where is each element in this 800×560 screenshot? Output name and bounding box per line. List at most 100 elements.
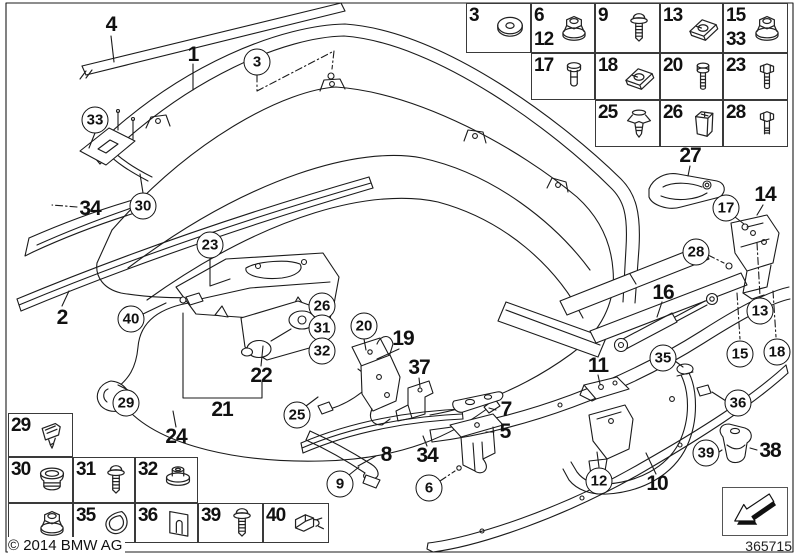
callout-22: 22 bbox=[250, 364, 272, 387]
callout-circled-31: 31 bbox=[308, 314, 336, 342]
callout-circled-13: 13 bbox=[746, 297, 774, 325]
callout-5: 5 bbox=[499, 420, 512, 443]
callout-circled-15: 15 bbox=[726, 340, 754, 368]
strip-2 bbox=[16, 176, 374, 312]
callout-34: 34 bbox=[79, 197, 101, 220]
part-number-label: 17 bbox=[534, 55, 554, 76]
flange-nut-icon bbox=[33, 505, 70, 541]
fastener-cell-28: 28 bbox=[723, 100, 788, 147]
speed-nut-icon bbox=[620, 59, 657, 95]
part-numbers: 28 bbox=[726, 102, 748, 145]
bracket-12 bbox=[588, 404, 634, 476]
part-numbers: 18 bbox=[598, 55, 620, 98]
direction-indicator-box bbox=[722, 487, 788, 536]
part-numbers: 20 bbox=[663, 55, 685, 98]
callout-2: 2 bbox=[56, 306, 69, 329]
callout-circled-12: 12 bbox=[585, 467, 613, 495]
part-number-label: 12 bbox=[534, 29, 554, 50]
callout-circled-40: 40 bbox=[117, 305, 145, 333]
callout-circled-3: 3 bbox=[243, 48, 271, 76]
part-number-label: 35 bbox=[76, 505, 96, 526]
callout-circled-28: 28 bbox=[682, 238, 710, 266]
callout-8: 8 bbox=[380, 443, 393, 466]
part-number-label: 33 bbox=[726, 29, 746, 50]
leader-lines bbox=[61, 35, 764, 476]
part-numbers: 40 bbox=[266, 505, 288, 541]
flange-nut-icon bbox=[556, 10, 592, 46]
plate-27 bbox=[648, 173, 725, 209]
part-numbers: 30 bbox=[11, 459, 33, 501]
fastener-cell-18: 18 bbox=[595, 53, 660, 100]
callout-circled-36: 36 bbox=[724, 389, 752, 417]
cable-clip-icon bbox=[33, 417, 70, 453]
callout-16: 16 bbox=[652, 281, 674, 304]
part-number-label: 30 bbox=[11, 459, 31, 480]
fastener-cell-23: 23 bbox=[723, 53, 788, 100]
part-numbers: 29 bbox=[11, 415, 33, 455]
direction-arrow-icon bbox=[726, 488, 784, 535]
part-numbers: 36 bbox=[138, 505, 160, 541]
part-number-label: 31 bbox=[76, 459, 96, 480]
socket-head-bolt-icon bbox=[685, 59, 721, 95]
hardware-cell-35: 35 bbox=[73, 503, 135, 543]
part-number-label: 29 bbox=[11, 415, 31, 436]
plastic-nut-icon bbox=[685, 106, 721, 142]
callout-circled-39: 39 bbox=[692, 439, 720, 467]
part-number-label: 32 bbox=[138, 459, 158, 480]
teardrop-gasket-icon bbox=[98, 505, 134, 541]
part-numbers: 9 bbox=[598, 5, 620, 51]
sealing-plug-icon bbox=[33, 462, 70, 498]
fastener-cell-3: 3 bbox=[466, 3, 531, 53]
speed-nut-icon bbox=[685, 10, 721, 46]
part-number-label: 3 bbox=[469, 5, 480, 26]
part-number-label: 13 bbox=[663, 5, 683, 26]
copyright-notice: © 2014 BMW AG bbox=[8, 537, 126, 554]
callout-circled-33: 33 bbox=[81, 106, 109, 134]
shoulder-pin-icon bbox=[556, 59, 592, 95]
callout-11: 11 bbox=[587, 354, 609, 377]
callout-circled-20: 20 bbox=[350, 312, 378, 340]
callout-10: 10 bbox=[646, 472, 668, 495]
plate-7 bbox=[452, 391, 504, 413]
fastener-cell-26: 26 bbox=[660, 100, 723, 147]
callout-1: 1 bbox=[187, 43, 200, 66]
strip-34-support bbox=[300, 408, 464, 454]
plate-33 bbox=[79, 108, 136, 166]
part-numbers: 39 bbox=[201, 505, 223, 541]
part-numbers: 31 bbox=[76, 459, 98, 501]
part-number-label: 9 bbox=[598, 5, 609, 26]
reference-lines bbox=[51, 50, 777, 482]
washer-icon bbox=[491, 10, 528, 46]
part-numbers: 26 bbox=[663, 102, 685, 145]
callout-circled-32: 32 bbox=[308, 337, 336, 365]
fastener-cell-13: 13 bbox=[660, 3, 723, 53]
hardware-cell-30: 30 bbox=[8, 457, 73, 503]
hardware-cell-blank bbox=[8, 503, 73, 543]
bracket-8 bbox=[305, 430, 381, 489]
fastener-cell-17: 17 bbox=[531, 53, 595, 100]
callout-38: 38 bbox=[759, 439, 781, 462]
flange-nut-icon bbox=[748, 10, 785, 46]
diagram-number: 365715 bbox=[745, 538, 792, 554]
part-number-label: 26 bbox=[663, 102, 683, 123]
part-number-label: 15 bbox=[726, 5, 746, 26]
callout-4: 4 bbox=[105, 13, 118, 36]
part-number-label: 6 bbox=[534, 5, 545, 26]
part-numbers: 32 bbox=[138, 459, 160, 501]
screw-washer-icon bbox=[223, 505, 260, 541]
hardware-cell-29: 29 bbox=[8, 413, 73, 457]
callout-14: 14 bbox=[754, 183, 776, 206]
bracket-14 bbox=[725, 214, 780, 300]
part-number-label: 25 bbox=[598, 102, 618, 123]
hardware-cell-36: 36 bbox=[135, 503, 198, 543]
part-number-label: 40 bbox=[266, 505, 286, 526]
part-numbers: 25 bbox=[598, 102, 620, 145]
part-4-trim-strip bbox=[79, 2, 346, 80]
callout-34: 34 bbox=[416, 444, 438, 467]
callout-circled-9: 9 bbox=[326, 470, 354, 498]
bracket-5 bbox=[449, 413, 504, 474]
callout-circled-18: 18 bbox=[763, 338, 791, 366]
part-numbers: 17 bbox=[534, 55, 556, 98]
callout-7: 7 bbox=[500, 398, 513, 421]
